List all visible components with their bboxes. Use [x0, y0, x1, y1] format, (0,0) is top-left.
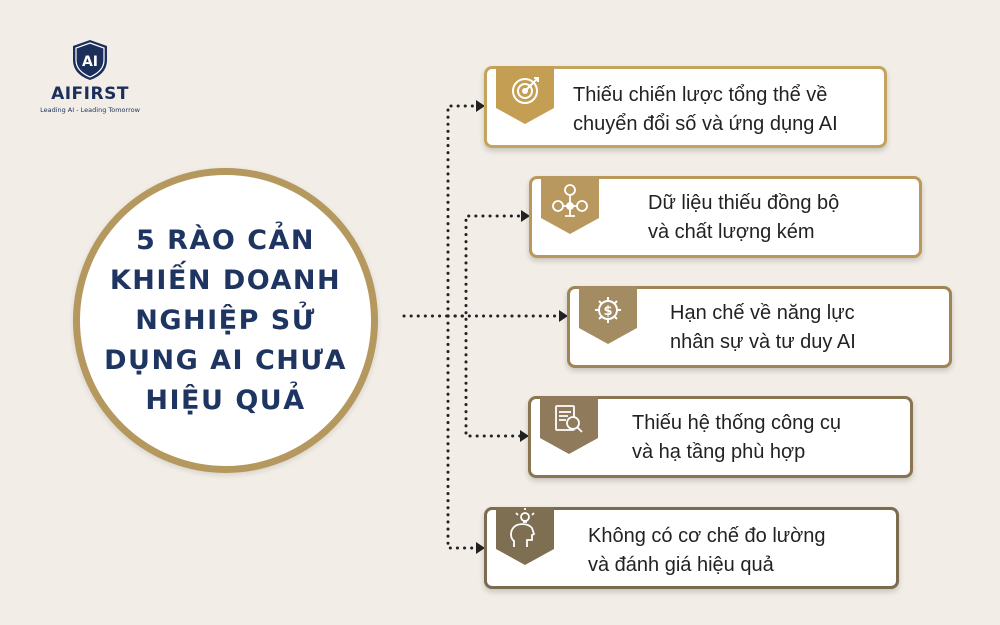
barrier-text-line1: Thiếu chiến lược tổng thể về	[573, 84, 828, 106]
barrier-text-line2: và hạ tầng phù hợp	[632, 441, 806, 463]
badge-pennant-5	[496, 507, 554, 565]
target-icon	[512, 77, 539, 104]
arrowhead-5	[476, 542, 485, 554]
barrier-text-line2: và đánh giá hiệu quả	[588, 554, 774, 576]
barrier-card-4: Thiếu hệ thống công cụ và hạ tầng phù hợ…	[528, 396, 913, 478]
logo-name: AIFIRST	[51, 84, 129, 104]
gear-dollar-icon: $	[595, 297, 621, 323]
logo-tagline: Leading AI - Leading Tomorrow	[40, 106, 140, 114]
shield-logo-icon: AI	[73, 40, 107, 80]
barrier-text-line2: và chất lượng kém	[648, 221, 815, 243]
title-line: NGHIỆP SỬ	[135, 304, 316, 336]
barrier-text-line2: nhân sự và tư duy AI	[670, 331, 856, 353]
diagram-title: 5 RÀO CẢN KHIẾN DOANH NGHIỆP SỬ DỤNG AI …	[101, 221, 351, 421]
barrier-card-5: Không có cơ chế đo lường và đánh giá hiệ…	[484, 507, 899, 589]
svg-text:$: $	[603, 304, 612, 319]
badge-pennant-1	[496, 66, 554, 124]
title-line: 5 RÀO CẢN	[135, 224, 316, 256]
center-circle: 5 RÀO CẢN KHIẾN DOANH NGHIỆP SỬ DỤNG AI …	[73, 168, 378, 473]
badge-pennant-2	[541, 176, 599, 234]
aifirst-logo: AI AIFIRST Leading AI - Leading Tomorrow	[40, 38, 140, 114]
arrowhead-4	[520, 430, 529, 442]
logo-mark: AI	[82, 54, 98, 70]
head-lightbulb-icon	[510, 508, 536, 547]
connector-branch-4	[446, 314, 522, 438]
barrier-text-line2: chuyển đổi số và ứng dụng AI	[573, 113, 838, 135]
connector-branch-1	[446, 104, 478, 318]
data-network-icon	[552, 184, 588, 217]
title-line: DỤNG AI CHƯA	[104, 344, 347, 376]
barrier-text-line1: Thiếu hệ thống công cụ	[632, 412, 842, 434]
barrier-card-1: Thiếu chiến lược tổng thể về chuyển đổi …	[484, 66, 887, 148]
arrowhead-3	[559, 310, 568, 322]
title-line: HIỆU QUẢ	[145, 384, 306, 416]
badge-pennant-4	[540, 396, 598, 454]
arrowhead-2	[521, 210, 530, 222]
barrier-text-line1: Không có cơ chế đo lường	[588, 525, 826, 547]
barrier-card-3: $ Hạn chế về năng lực nhân sự và tư duy …	[567, 286, 952, 368]
barrier-text-line1: Hạn chế về năng lực	[670, 302, 855, 324]
connector-branch-5	[446, 314, 478, 550]
document-search-icon	[555, 405, 583, 433]
connector-branch-2	[446, 214, 523, 318]
barrier-card-2: Dữ liệu thiếu đồng bộ và chất lượng kém	[529, 176, 922, 258]
arrowhead-1	[476, 100, 485, 112]
barrier-text-line1: Dữ liệu thiếu đồng bộ	[648, 192, 840, 214]
badge-pennant-3: $	[579, 286, 637, 344]
title-line: KHIẾN DOANH	[109, 264, 342, 296]
